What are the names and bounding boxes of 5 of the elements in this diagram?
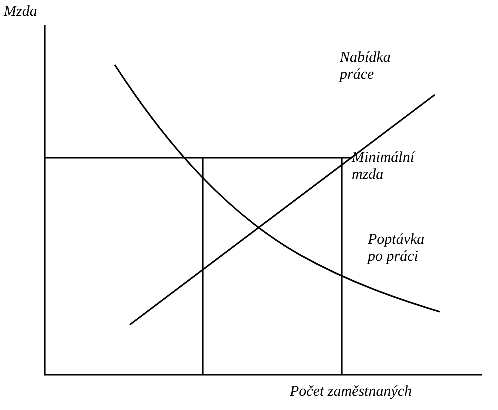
axis-label: Mzda (4, 4, 38, 21)
curve-label: Nabídka práce (340, 50, 392, 84)
curve-label: Poptávka po práci (368, 232, 426, 266)
axis-label: Počet zaměstnaných (290, 384, 412, 401)
curve-label: Minimální mzda (352, 150, 416, 184)
